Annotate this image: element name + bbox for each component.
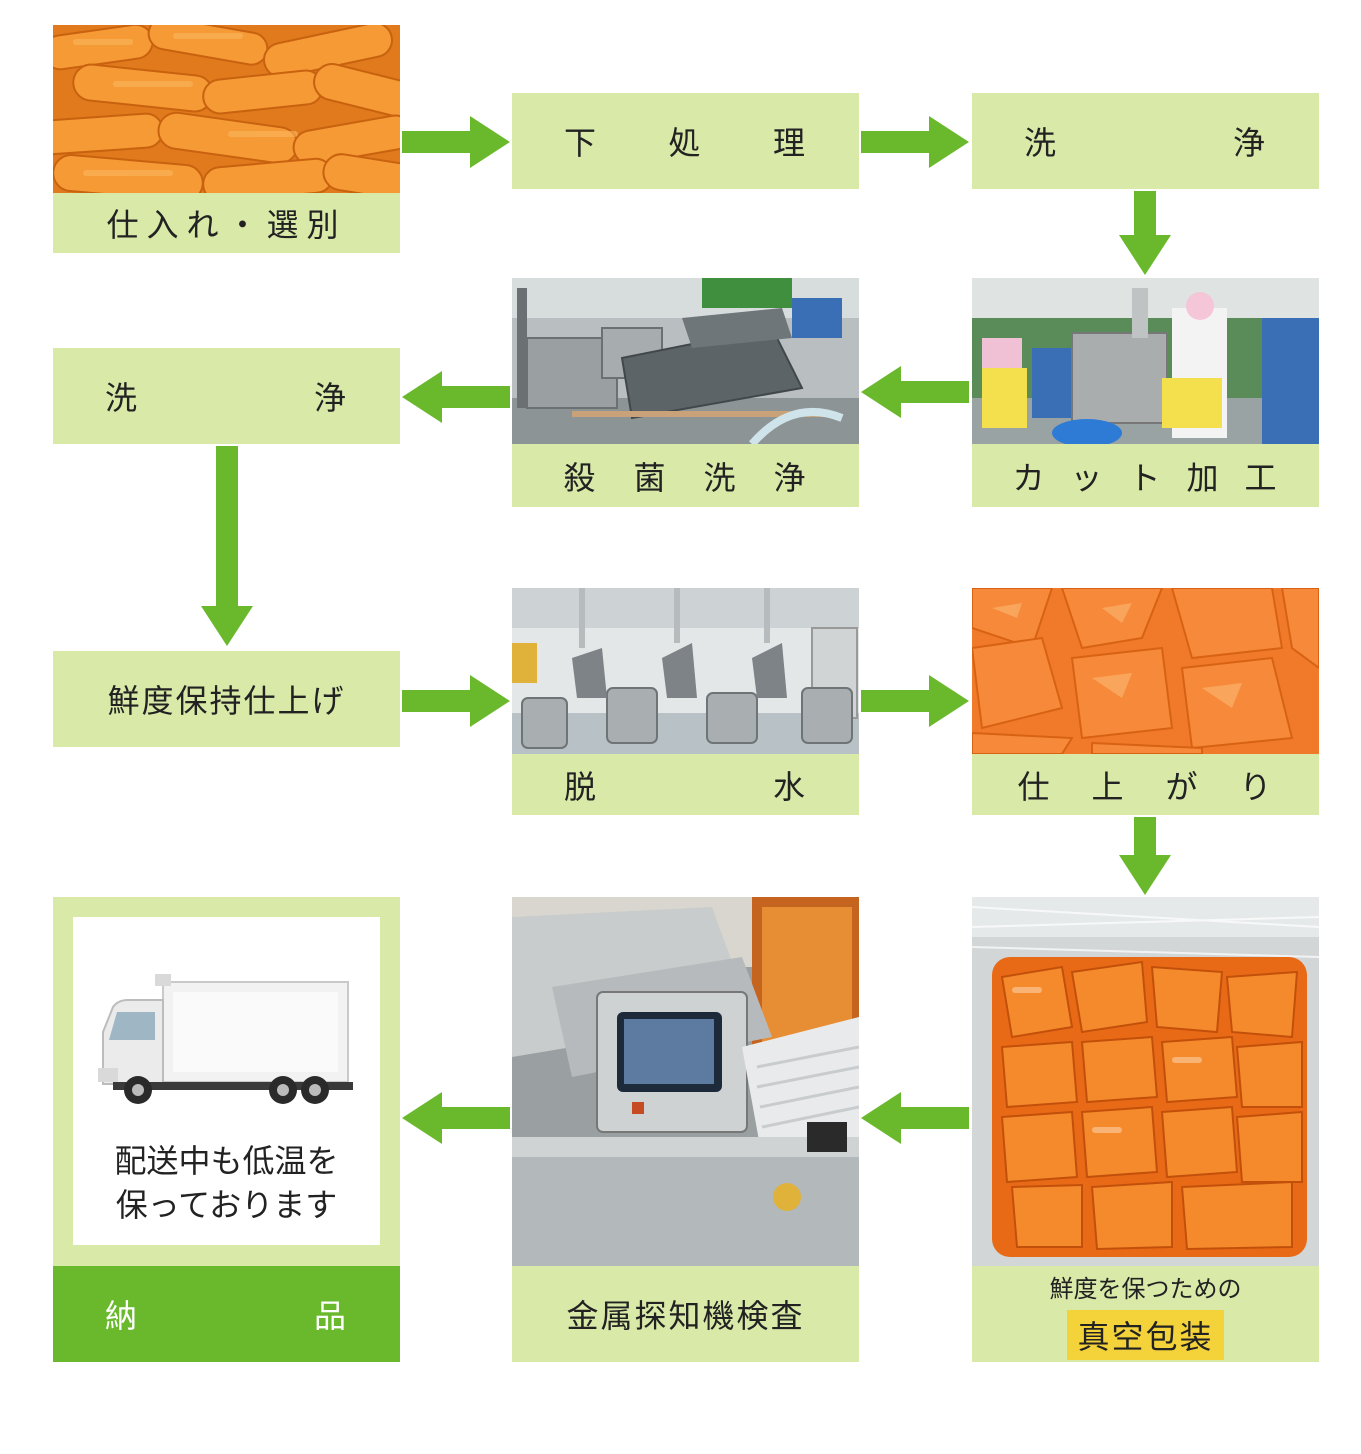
arrow-left-icon — [861, 1092, 969, 1144]
arrow-down-icon — [201, 446, 253, 646]
carrots-photo — [53, 25, 400, 193]
arrow-left-icon — [861, 675, 969, 727]
step-delivery: 納 品 — [53, 1266, 400, 1362]
step-purchase-selection-label: 仕入れ・選別 — [106, 206, 347, 244]
metal-detector-photo — [512, 897, 859, 1266]
cut-carrots-photo — [972, 588, 1319, 754]
delivery-note-card: 配送中も低温を 保っております — [73, 917, 380, 1245]
step-sterilization-wash: 殺 菌 洗 浄 — [512, 444, 859, 507]
step-delivery-char-1: 納 — [105, 1297, 140, 1335]
step-dehydrate-char-1: 脱 — [564, 767, 599, 806]
step-metal-detection-label: 金属探知機検査 — [566, 1297, 805, 1335]
step-wash-2-char-1: 洗 — [105, 379, 140, 417]
step-preprocess: 下 処 理 — [512, 93, 859, 189]
step-sterilization-wash-char-3: 洗 — [703, 458, 738, 497]
delivery-note-line-2: 保っております — [115, 1186, 338, 1224]
step-cutting-char-1: カ — [1012, 458, 1047, 497]
arrow-right-icon — [861, 116, 969, 168]
step-dehydrate: 脱 水 — [512, 754, 859, 815]
step-cutting-char-4: 加 — [1186, 458, 1221, 497]
step-finished-char-3: が — [1165, 767, 1200, 806]
step-wash-2-char-2: 浄 — [313, 379, 348, 417]
arrow-left-icon — [402, 371, 510, 423]
step-metal-detection: 金属探知機検査 — [512, 1266, 859, 1362]
step-wash-1: 洗 浄 — [972, 93, 1319, 189]
delivery-panel: 配送中も低温を 保っております — [53, 897, 400, 1266]
sterilization-wash-photo — [512, 278, 859, 444]
step-dehydrate-char-2: 水 — [772, 767, 807, 806]
step-sterilization-wash-char-1: 殺 — [563, 458, 598, 497]
dehydrator-photo — [512, 588, 859, 754]
step-preprocess-char-3: 理 — [772, 124, 807, 162]
step-vacuum-pack: 鮮度を保つための 真空包装 — [972, 1266, 1319, 1362]
arrow-down-icon — [1119, 191, 1171, 275]
refrigerated-truck-photo — [93, 972, 360, 1107]
step-finished-char-1: 仕 — [1017, 767, 1052, 806]
cutting-machine-photo — [972, 278, 1319, 444]
step-purchase-selection: 仕入れ・選別 — [53, 193, 400, 253]
step-cutting-char-5: 工 — [1244, 458, 1279, 497]
step-vacuum-pack-caption: 鮮度を保つための — [1049, 1274, 1242, 1303]
step-wash-2: 洗 浄 — [53, 348, 400, 444]
step-wash-1-char-1: 洗 — [1024, 124, 1059, 162]
arrow-left-icon — [402, 1092, 510, 1144]
step-delivery-char-2: 品 — [313, 1297, 348, 1335]
arrow-right-icon — [402, 116, 510, 168]
step-cutting-char-2: ッ — [1070, 458, 1105, 497]
step-finished-char-2: 上 — [1091, 767, 1126, 806]
step-freshness-finish: 鮮度保持仕上げ — [53, 651, 400, 747]
delivery-note-line-1: 配送中も低温を — [114, 1142, 339, 1180]
arrow-left-icon — [861, 366, 969, 418]
step-preprocess-char-1: 下 — [564, 124, 599, 162]
step-finished-char-4: り — [1239, 767, 1274, 806]
step-cutting-char-3: ト — [1128, 458, 1163, 497]
arrow-right-icon — [402, 675, 510, 727]
step-wash-1-char-2: 浄 — [1232, 124, 1267, 162]
arrow-down-icon — [1119, 817, 1171, 895]
delivery-note-text: 配送中も低温を 保っております — [73, 1139, 380, 1227]
step-freshness-finish-label: 鮮度保持仕上げ — [107, 682, 346, 720]
step-finished: 仕 上 が り — [972, 754, 1319, 815]
step-vacuum-pack-highlight: 真空包装 — [1067, 1309, 1224, 1360]
step-cutting: カ ッ ト 加 工 — [972, 444, 1319, 507]
vacuum-pack-photo — [972, 897, 1319, 1266]
step-sterilization-wash-char-4: 浄 — [773, 458, 808, 497]
step-preprocess-char-2: 処 — [668, 124, 703, 162]
step-sterilization-wash-char-2: 菌 — [633, 458, 668, 497]
